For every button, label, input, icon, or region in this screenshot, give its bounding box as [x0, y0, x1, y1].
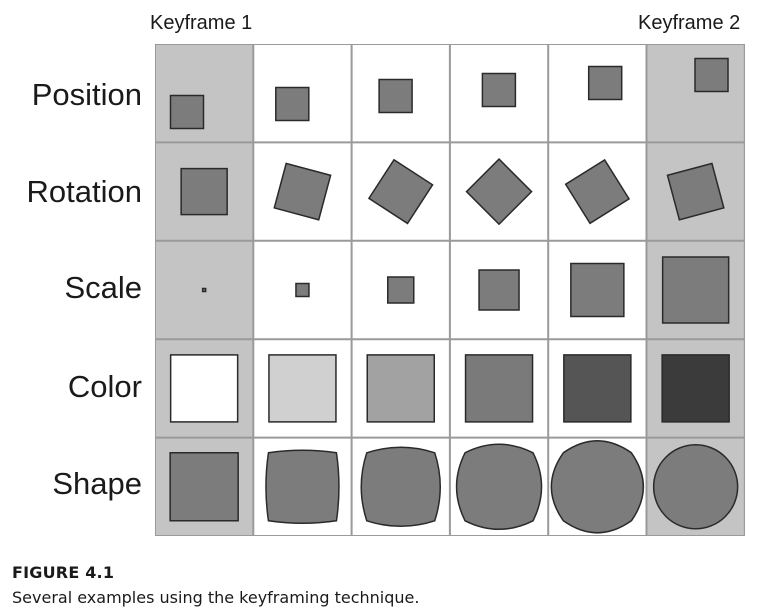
color-square-5	[563, 354, 632, 423]
keyframe-grid	[155, 44, 745, 536]
position-square-2	[275, 86, 310, 122]
rotation-square-3	[367, 158, 434, 225]
color-square-1	[169, 354, 239, 423]
row-label-position: Position	[31, 77, 142, 112]
row-label-color: Color	[67, 369, 142, 404]
row-label-scale: Scale	[64, 270, 142, 305]
scale-square-5	[570, 262, 625, 318]
color-square-3	[366, 354, 435, 423]
scale-square-6	[661, 256, 730, 324]
position-square-3	[378, 78, 413, 114]
position-square-4	[481, 72, 517, 108]
shape-morph-6	[652, 444, 739, 530]
rotation-square-2	[273, 162, 332, 221]
position-square-1	[169, 94, 205, 130]
rotation-square-6	[666, 162, 725, 221]
scale-square-2	[295, 282, 310, 298]
color-square-2	[268, 354, 337, 423]
row-label-shape: Shape	[52, 466, 142, 501]
position-square-6	[694, 57, 729, 93]
keyframe-2-label: Keyframe 2	[638, 12, 741, 34]
shape-morph-5	[550, 440, 644, 534]
color-square-4	[464, 354, 534, 423]
shape-morph-4	[455, 443, 543, 530]
color-square-6	[661, 354, 730, 423]
rotation-square-4	[465, 158, 533, 226]
shape-morph-3	[360, 446, 441, 527]
scale-square-1	[201, 287, 207, 293]
scale-square-3	[387, 276, 415, 304]
figure-title: FIGURE 4.1	[12, 563, 115, 582]
rotation-square-1	[180, 167, 228, 216]
shape-morph-1	[169, 452, 239, 522]
row-label-rotation: Rotation	[26, 174, 142, 209]
position-square-5	[587, 65, 623, 101]
shape-morph-2	[265, 449, 340, 525]
keyframe-1-label: Keyframe 1	[150, 12, 253, 34]
figure-caption: Several examples using the keyframing te…	[12, 588, 420, 607]
scale-square-4	[478, 269, 520, 311]
rotation-square-5	[564, 158, 631, 225]
